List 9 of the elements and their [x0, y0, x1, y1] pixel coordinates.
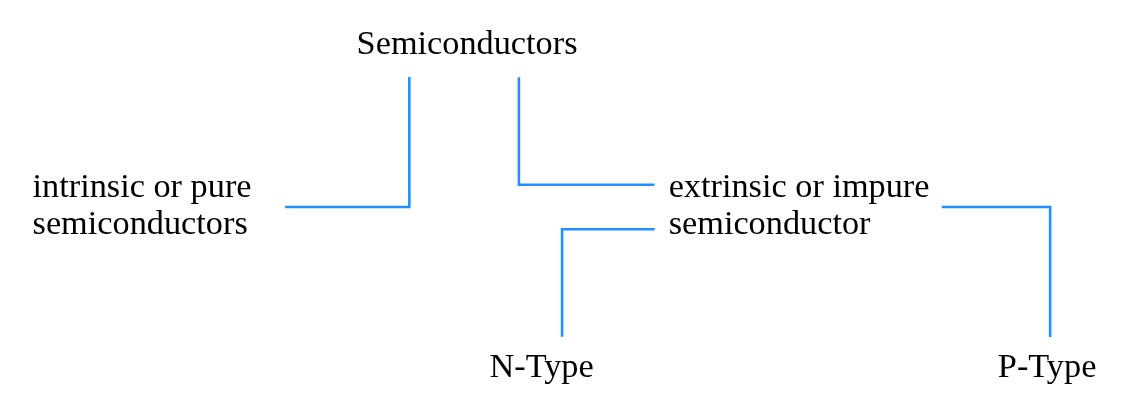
node-text: N-Type	[488, 345, 594, 384]
connector	[284, 76, 411, 209]
connector	[560, 228, 655, 337]
node-text: P-Type	[997, 345, 1096, 384]
node-text: Semiconductors	[356, 23, 578, 62]
connector	[941, 205, 1051, 338]
node-text: extrinsic or impure semiconductor	[668, 165, 929, 242]
connector	[517, 77, 654, 186]
node-text: intrinsic or pure semiconductors	[32, 165, 252, 242]
